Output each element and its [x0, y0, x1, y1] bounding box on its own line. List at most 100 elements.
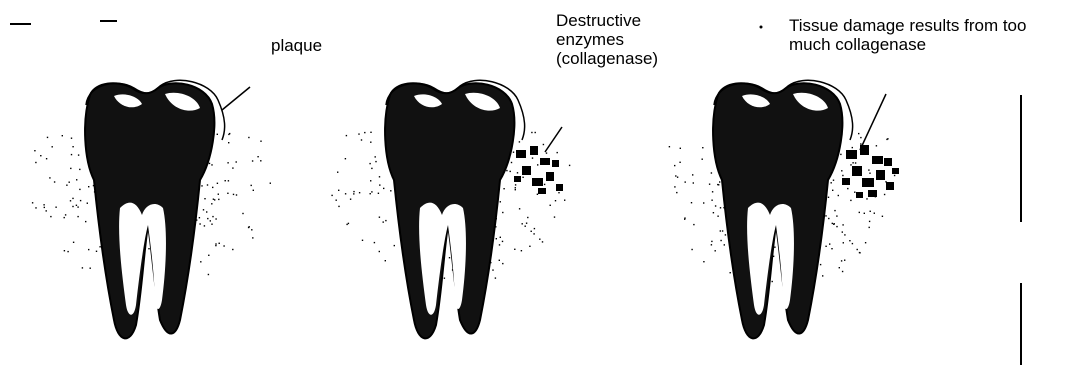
stipple-dot — [371, 191, 372, 192]
stipple-dot — [232, 249, 233, 250]
stipple-dot — [353, 191, 354, 192]
stipple-dot — [887, 138, 888, 139]
stipple-dot — [854, 192, 855, 193]
label-destructive-enzymes: Destructive enzymes (collagenase) — [556, 11, 696, 68]
stipple-dot — [725, 234, 726, 235]
stipple-dot — [542, 241, 543, 242]
stipple-dot — [693, 224, 694, 225]
stipple-dot — [364, 132, 365, 133]
stipple-dot — [825, 246, 826, 247]
stipple-dot — [85, 221, 86, 222]
stipple-dot — [718, 184, 719, 185]
stipple-dot — [519, 208, 520, 209]
stipple-dot — [338, 206, 339, 207]
stipple-dot — [46, 158, 47, 159]
stipple-dot — [214, 199, 215, 200]
stipple-dot — [223, 245, 224, 246]
stipple-dot — [774, 247, 775, 248]
stipple-dot — [444, 278, 445, 279]
stipple-dot — [62, 135, 63, 136]
stipple-dot — [841, 260, 842, 261]
stipple-dot — [345, 158, 346, 159]
stipple-dot — [383, 221, 384, 222]
stipple-dot — [841, 170, 842, 171]
stipple-dot — [34, 150, 35, 151]
damage-pointer — [860, 94, 886, 150]
stipple-dot — [833, 180, 834, 181]
stipple-dot — [860, 143, 861, 144]
stipple-dot — [73, 242, 74, 243]
stipple-dot — [209, 163, 210, 164]
stipple-dot — [554, 216, 555, 217]
stipple-dot — [71, 154, 72, 155]
stipple-dot — [564, 200, 565, 201]
stipple-dot — [855, 162, 856, 163]
stipple-dot — [669, 146, 670, 147]
stipple-dot — [203, 209, 204, 210]
stipple-dot — [82, 267, 83, 268]
stipple-dot — [227, 162, 228, 163]
stipple-dot — [242, 213, 243, 214]
stipple-dot — [201, 185, 202, 186]
stipple-dot — [884, 194, 885, 195]
stipple-dot — [79, 169, 80, 170]
stipple-dot — [522, 223, 523, 224]
stipple-dot — [724, 244, 725, 245]
stipple-dot — [251, 185, 252, 186]
stipple-dot — [836, 226, 837, 227]
stipple-dot — [204, 198, 205, 199]
stipple-dot — [54, 181, 55, 182]
stipple-dot — [492, 269, 493, 270]
stipple-dot — [378, 193, 379, 194]
stipple-dot — [218, 194, 219, 195]
stipple-dot — [236, 194, 237, 195]
stipple-dot — [370, 132, 371, 133]
stipple-dot — [249, 226, 250, 227]
stipple-dot — [88, 186, 89, 187]
stipple-dot — [379, 176, 380, 177]
stipple-dot — [499, 260, 500, 261]
stipple-dot — [876, 145, 877, 146]
stipple-dot — [534, 228, 535, 229]
stipple-dot — [864, 213, 865, 214]
stipple-dot — [72, 198, 73, 199]
stipple-dot — [502, 241, 503, 242]
label-tissue-damage: Tissue damage results from too much coll… — [789, 16, 1089, 54]
stipple-dot — [850, 200, 851, 201]
stipple-dot — [840, 154, 841, 155]
stipple-dot — [527, 217, 528, 218]
stipple-dot — [385, 220, 386, 221]
stipple-dot — [691, 202, 692, 203]
stipple-dot — [358, 133, 359, 134]
stipple-dot — [449, 257, 450, 258]
stipple-dot — [691, 249, 692, 250]
stipple-dot — [703, 202, 704, 203]
stipple-dot — [345, 193, 346, 194]
stipple-dot — [522, 177, 523, 178]
stipple-dot — [500, 237, 501, 238]
stipple-dot — [219, 243, 220, 244]
stipple-dot — [535, 132, 536, 133]
stipple-dot — [842, 231, 843, 232]
stipple-dot — [715, 250, 716, 251]
stipple-dot — [69, 182, 70, 183]
stipple-dot — [210, 220, 211, 221]
stipple-dot — [227, 193, 228, 194]
stipple-dot — [531, 132, 532, 133]
stipple-dot — [90, 268, 91, 269]
stipple-dot — [693, 182, 694, 183]
stipple-dot — [233, 194, 234, 195]
stipple-dot — [711, 244, 712, 245]
stipple-dot — [550, 205, 551, 206]
stipple-dot — [709, 184, 710, 185]
stipple-dot — [869, 173, 870, 174]
stipple-dot — [517, 172, 518, 173]
stipple-dot — [87, 203, 88, 204]
stipple-dot — [215, 245, 216, 246]
stipple-dot — [828, 218, 829, 219]
stipple-dot — [379, 184, 380, 185]
stipple-dot — [46, 210, 47, 211]
stipple-dot — [495, 277, 496, 278]
stipple-dot — [865, 242, 866, 243]
stipple-dot — [229, 133, 230, 134]
